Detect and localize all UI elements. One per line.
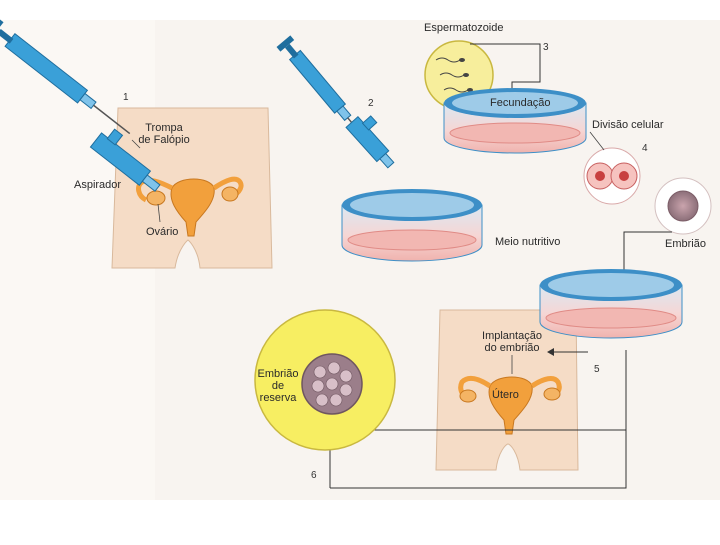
label-embriao: Embrião <box>665 238 706 250</box>
label-implantacao-line2: do embrião <box>478 342 546 354</box>
step-number-1: 1 <box>123 92 129 103</box>
label-reserva: Embrião de reserva <box>256 368 300 404</box>
label-espermatozoide: Espermatozoide <box>424 22 504 34</box>
petri-dish-incubation <box>540 269 682 338</box>
label-reserva-line1: Embrião <box>256 368 300 380</box>
label-trompa-line2: de Falópio <box>138 134 190 146</box>
label-ovario: Ovário <box>146 226 178 238</box>
label-reserva-line3: reserva <box>256 392 300 404</box>
label-implantacao-line1: Implantação <box>478 330 546 342</box>
label-implantacao: Implantação do embrião <box>478 330 546 354</box>
cell-division-icon <box>584 148 640 204</box>
step-number-3: 3 <box>543 42 549 53</box>
label-trompa-line1: Trompa <box>138 122 190 134</box>
petri-dish-nutrient <box>342 189 482 261</box>
label-trompa: Trompa de Falópio <box>138 122 190 146</box>
label-reserva-line2: de <box>256 380 300 392</box>
embryo-icon <box>655 178 711 234</box>
label-meio-nutritivo: Meio nutritivo <box>495 236 560 248</box>
label-fecundacao: Fecundação <box>490 97 551 109</box>
label-aspirador: Aspirador <box>74 179 121 191</box>
step-number-2: 2 <box>368 98 374 109</box>
label-utero: Útero <box>492 389 519 401</box>
step-number-4: 4 <box>642 143 648 154</box>
label-divisao-celular: Divisão celular <box>592 119 664 131</box>
step-number-6: 6 <box>311 470 317 481</box>
step-number-5: 5 <box>594 364 600 375</box>
